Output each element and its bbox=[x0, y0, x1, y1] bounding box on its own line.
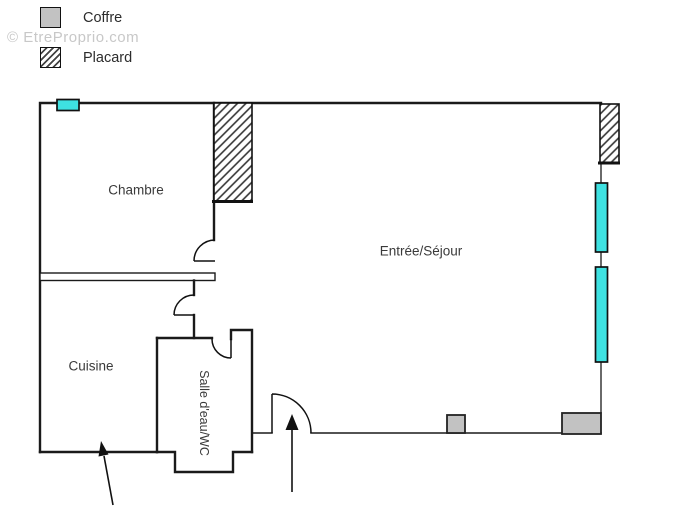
bathroom-bottom-wall bbox=[155, 450, 254, 474]
legend-label-coffre: Coffre bbox=[83, 9, 123, 26]
coffre-large bbox=[561, 412, 602, 435]
watermark: © EtreProprio.com bbox=[7, 29, 140, 46]
coffre-small bbox=[446, 414, 466, 434]
chambre-window bbox=[56, 98, 80, 112]
cuisine-arrow bbox=[98, 441, 114, 506]
room-label-cuisine: Cuisine bbox=[68, 358, 114, 374]
chambre-cuisine-wall bbox=[39, 272, 216, 282]
chambre-placard bbox=[213, 102, 253, 202]
room-label-salle-eau: Salle d'eau/WC bbox=[197, 370, 211, 456]
cuisine-door bbox=[173, 294, 195, 316]
outer-wall-left-top bbox=[38, 101, 603, 454]
placard-swatch-icon bbox=[40, 47, 61, 68]
sejour-window-upper bbox=[594, 182, 609, 253]
entrance-arrow bbox=[285, 414, 299, 492]
bathroom-right-wall bbox=[229, 328, 254, 454]
bathroom-door bbox=[211, 338, 232, 359]
legend-item-placard: Placard bbox=[40, 47, 132, 68]
room-label-entree-sejour: Entrée/Séjour bbox=[379, 243, 463, 259]
sejour-window-lower bbox=[594, 266, 609, 363]
room-label-chambre: Chambre bbox=[108, 182, 164, 198]
topright-placard bbox=[599, 103, 620, 164]
chambre-door bbox=[193, 239, 216, 262]
legend-label-placard: Placard bbox=[83, 49, 133, 66]
coffre-swatch-icon bbox=[40, 7, 61, 28]
entrance-door bbox=[271, 393, 312, 434]
legend-item-coffre: Coffre bbox=[40, 7, 122, 28]
